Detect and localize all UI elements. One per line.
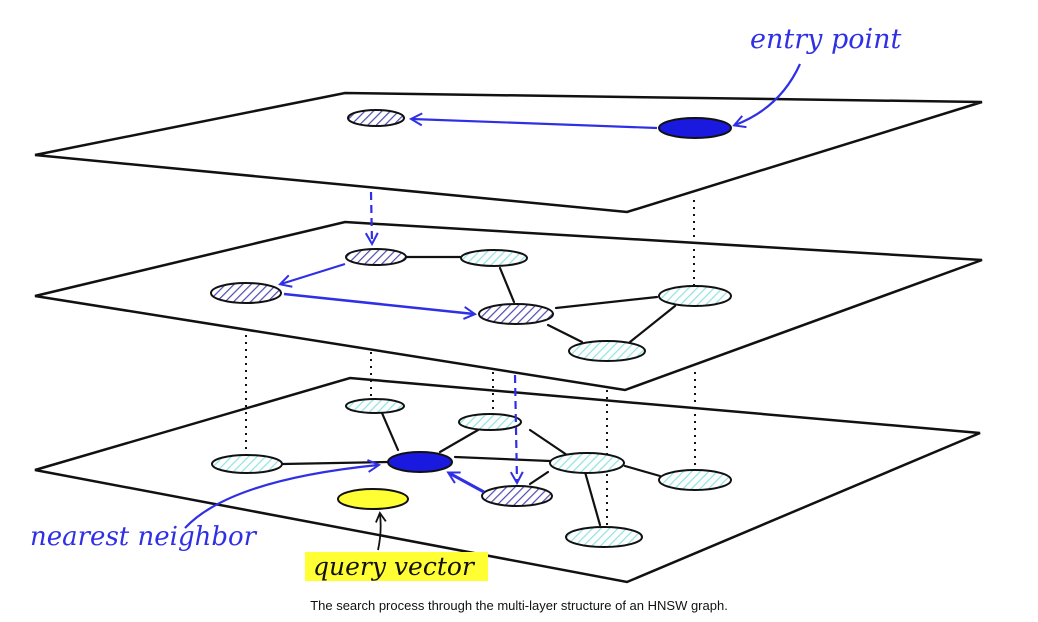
query-vector-label: query vector (313, 552, 476, 581)
node-visited (345, 248, 407, 266)
node (565, 526, 643, 548)
middle-layer-edges (405, 255, 677, 344)
nearest-neighbor-annotation: nearest neighbor (30, 465, 378, 552)
nearest-neighbor-node (387, 451, 453, 473)
middle-layer-nodes (210, 248, 732, 362)
node (658, 469, 732, 491)
node (345, 398, 405, 414)
query-vector-node (337, 488, 409, 510)
query-vector-highlight (305, 552, 488, 581)
node (568, 340, 646, 362)
bottom-search-path (449, 374, 517, 494)
nearest-neighbor-arrow (184, 465, 378, 529)
node-visited (478, 303, 554, 325)
inter-layer-links-lower (245, 335, 696, 525)
layer-top (34, 91, 983, 214)
figure-caption: The search process through the multi-lay… (310, 598, 728, 613)
entry-point-annotation: entry point (735, 24, 902, 125)
entry-point-label: entry point (750, 24, 902, 55)
query-vector-annotation: query vector (305, 511, 488, 581)
node (211, 454, 283, 474)
top-search-arrow (412, 119, 658, 130)
node (658, 285, 732, 307)
layer-bottom-plane (34, 376, 981, 584)
nearest-neighbor-label: nearest neighbor (30, 522, 258, 552)
entry-point-node (658, 117, 732, 139)
layer-bottom (34, 376, 981, 584)
node-visited (210, 282, 282, 304)
node (458, 413, 522, 431)
entry-point-arrow (735, 63, 802, 125)
layer-top-plane (34, 91, 983, 214)
node (460, 249, 528, 267)
bottom-layer-nodes (211, 398, 732, 548)
query-vector-arrow (375, 511, 387, 551)
node-visited (481, 485, 553, 507)
middle-search-path (281, 191, 474, 314)
node-visited (347, 109, 405, 127)
node (549, 452, 625, 474)
